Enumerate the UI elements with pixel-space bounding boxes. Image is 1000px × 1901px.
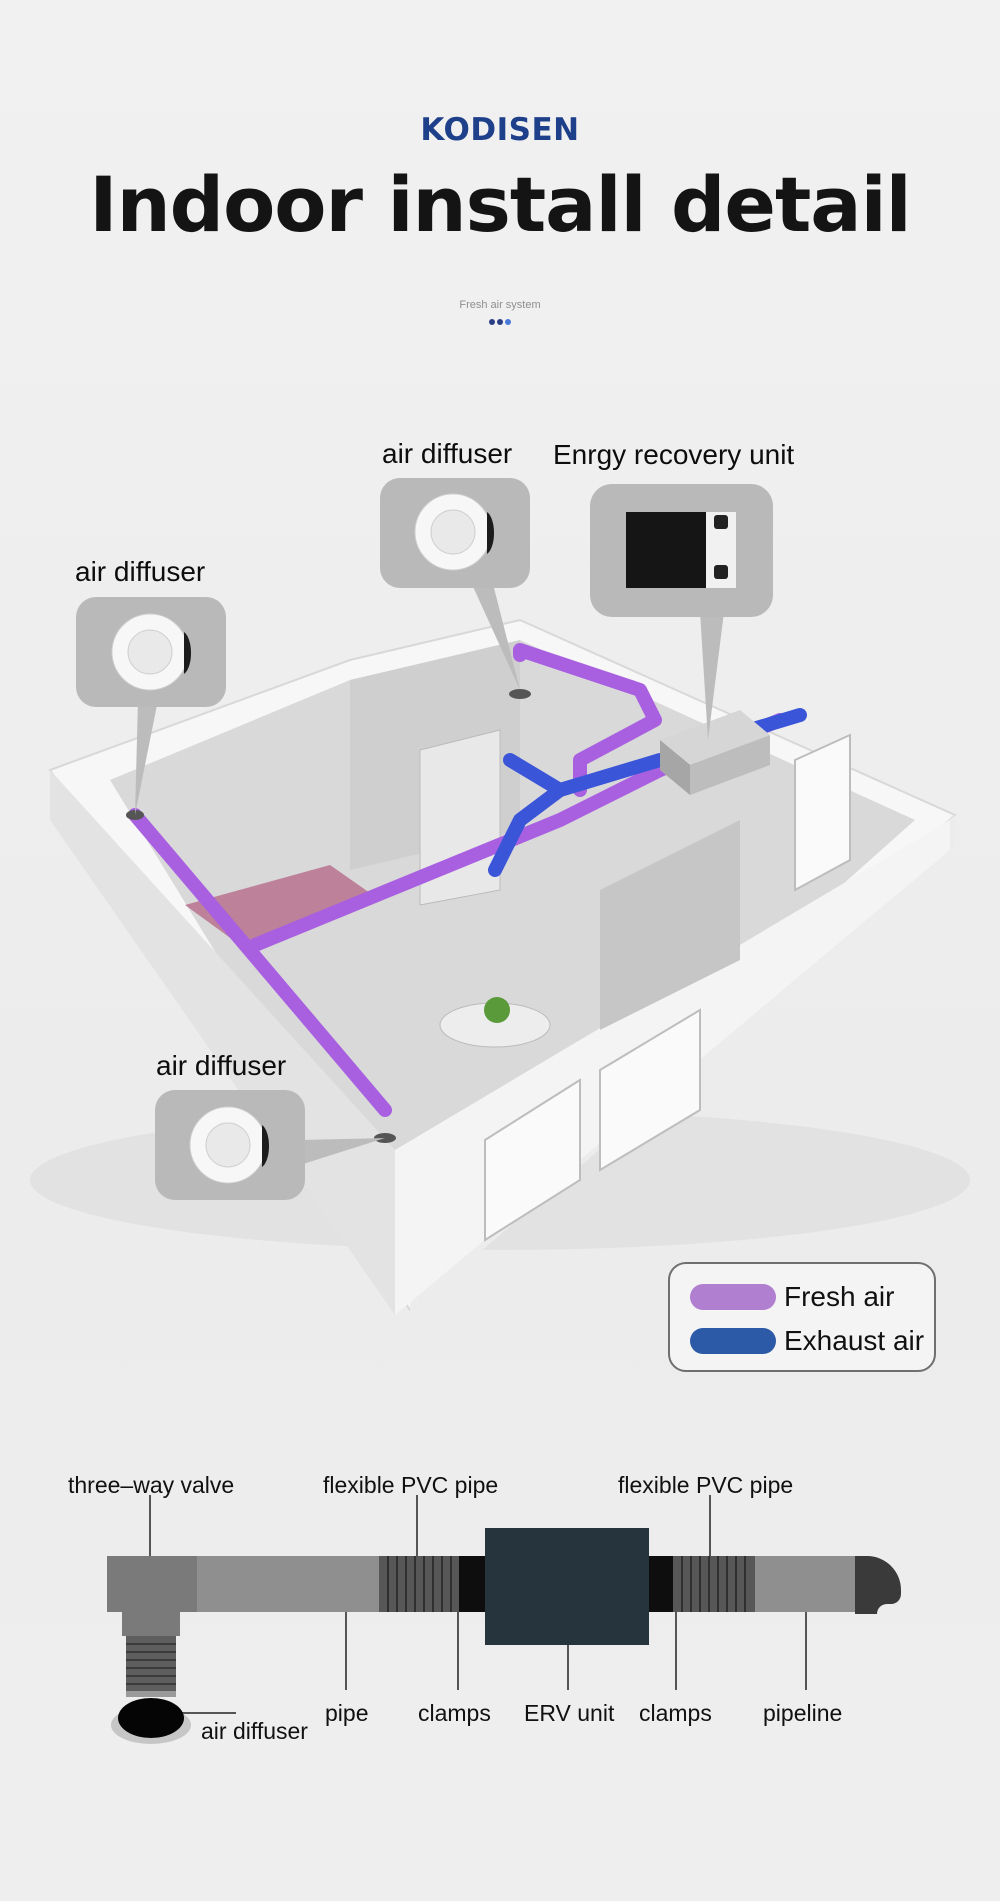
pipeline-shape [755, 1556, 855, 1612]
label-clamps-left: clamps [418, 1700, 491, 1727]
label-clamps-right: clamps [639, 1700, 712, 1727]
erv-unit-shape [485, 1528, 649, 1645]
three-way-valve-shape [107, 1556, 197, 1612]
label-three-way-valve: three–way valve [68, 1472, 234, 1499]
label-flex-pipe-right: flexible PVC pipe [618, 1472, 793, 1499]
label-pipe: pipe [325, 1700, 368, 1727]
flex-pipe-right-shape [673, 1556, 755, 1612]
label-flex-pipe-left: flexible PVC pipe [323, 1472, 498, 1499]
label-pipeline: pipeline [763, 1700, 842, 1727]
label-erv-unit: ERV unit [524, 1700, 614, 1727]
clamp-right-shape [649, 1556, 673, 1612]
flex-pipe-left-shape [379, 1556, 459, 1612]
label-air-diffuser: air diffuser [201, 1718, 308, 1745]
diffuser-disc [118, 1698, 184, 1738]
pipe-shape [197, 1556, 379, 1612]
valve-stub [122, 1612, 180, 1636]
end-elbow [855, 1556, 901, 1614]
clamp-left-shape [459, 1556, 485, 1612]
diffuser-ring [126, 1691, 176, 1697]
